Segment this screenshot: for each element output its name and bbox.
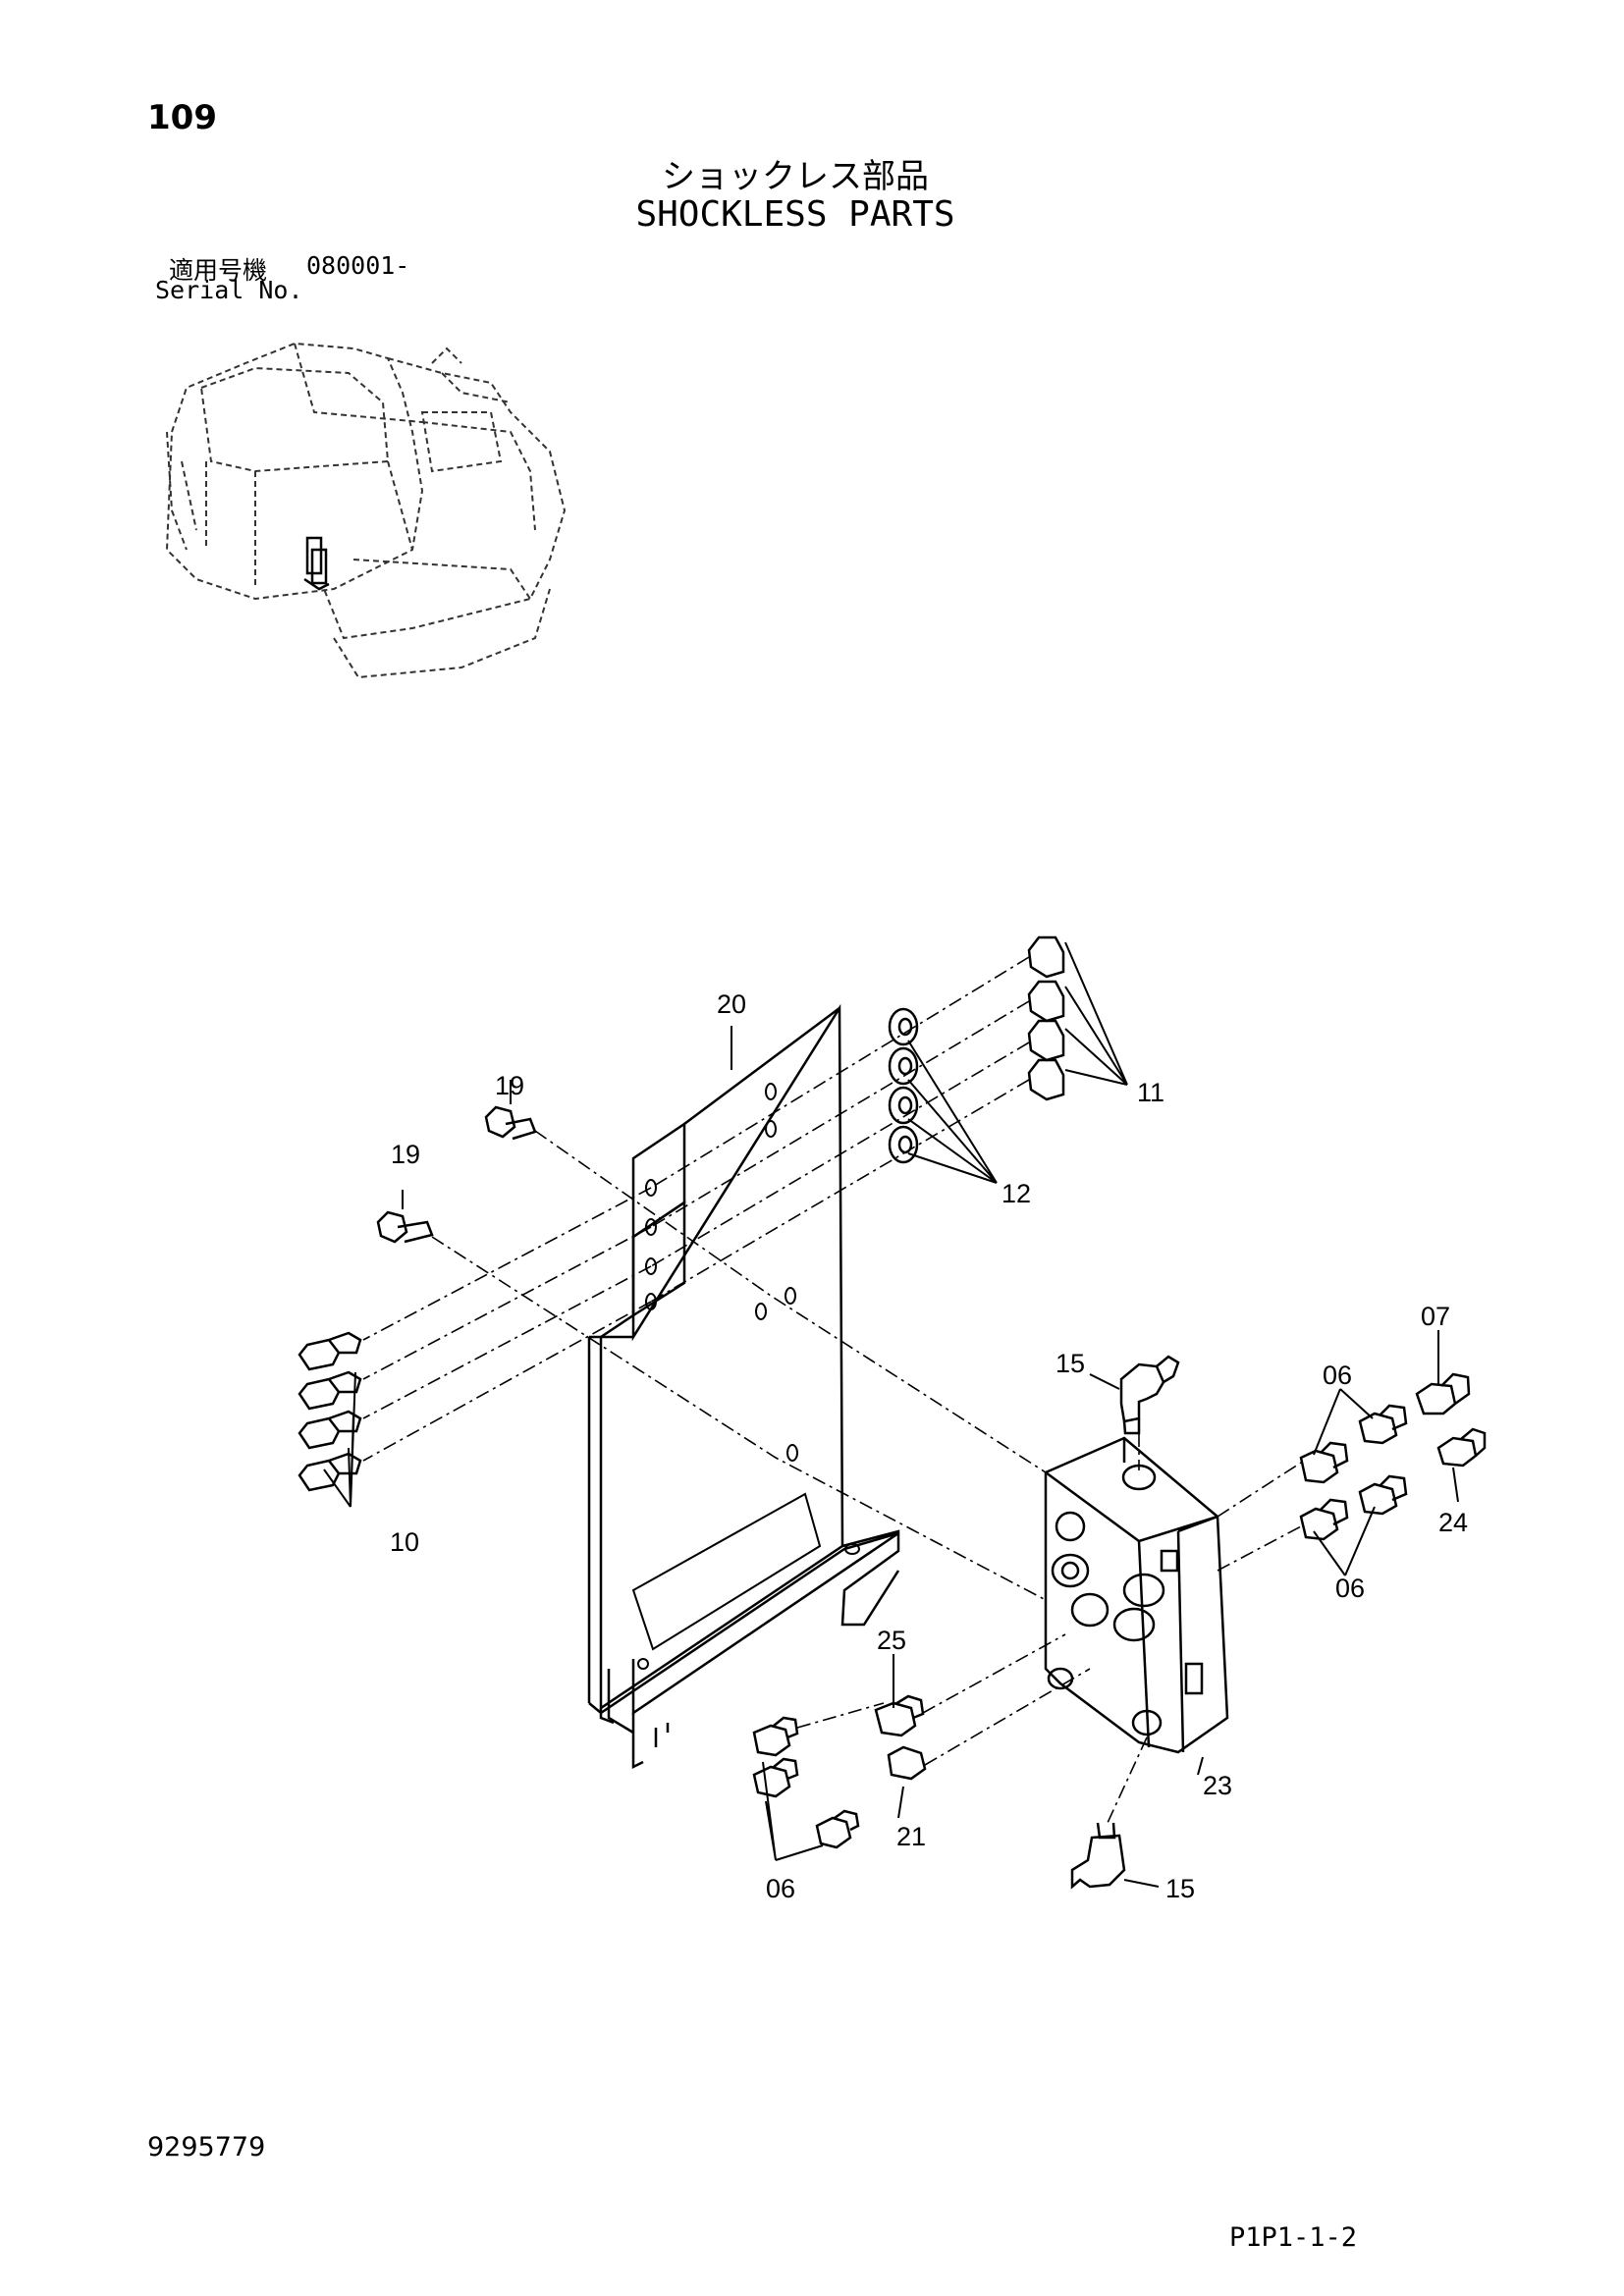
bracket-holes [637, 1083, 860, 1670]
elbow-fittings-15 [1070, 1355, 1180, 1890]
nuts-11 [1027, 935, 1065, 1101]
diagram-title-japanese: ショックレス部品 [662, 157, 929, 196]
callout-06-lower-right: 06 [1335, 1574, 1365, 1603]
bolts-19 [376, 1105, 537, 1244]
fittings-right [1299, 1372, 1487, 1541]
page-reference: P1P1-1-2 [1229, 2222, 1358, 2253]
washers-12 [888, 1007, 919, 1164]
callout-15-lower: 15 [1165, 1874, 1195, 1903]
excavator-locator-sketch [165, 342, 567, 679]
assembly-centerlines [362, 956, 1302, 1824]
leader-lines [323, 941, 1459, 1888]
callout-23: 23 [1203, 1771, 1232, 1800]
bracket-20 [587, 1003, 900, 1770]
callout-25: 25 [877, 1626, 906, 1655]
document-number: 9295779 [147, 2132, 266, 2163]
callout-19-upper: 19 [495, 1071, 524, 1100]
callout-24: 24 [1438, 1508, 1468, 1537]
serial-label-english: Serial No. [155, 276, 303, 304]
serial-label-japanese: 適用号機 [169, 256, 268, 285]
callout-06-upper-right: 06 [1323, 1361, 1352, 1390]
callout-21: 21 [896, 1822, 926, 1851]
callout-11: 11 [1137, 1078, 1164, 1107]
valve-block-23 [1044, 1436, 1229, 1754]
callout-19-lower: 19 [391, 1140, 420, 1169]
callout-labels: 20 19 19 11 12 15 07 06 06 10 24 25 23 2… [390, 989, 1468, 1903]
page-number: 109 [147, 98, 217, 137]
callout-07: 07 [1421, 1302, 1450, 1331]
locator-highlight-part [303, 536, 330, 591]
serial-number-value: 080001- [306, 251, 410, 280]
callout-12: 12 [1001, 1179, 1031, 1208]
callout-15-upper: 15 [1056, 1349, 1085, 1378]
fittings-10 [298, 1331, 362, 1492]
diagram-title-english: SHOCKLESS PARTS [635, 194, 955, 235]
callout-06-bottom: 06 [766, 1874, 795, 1903]
callout-10: 10 [390, 1527, 419, 1557]
callout-20: 20 [717, 989, 746, 1019]
